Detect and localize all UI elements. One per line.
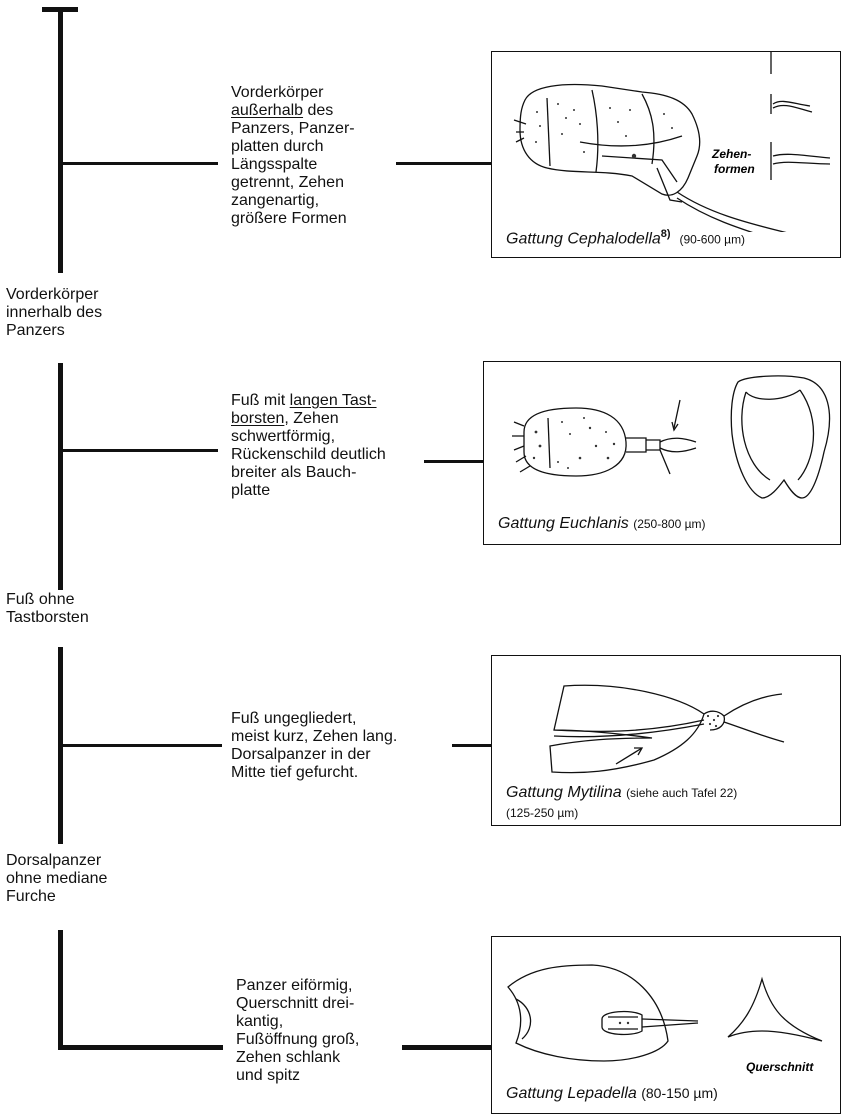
key-text-line: und spitz (236, 1067, 359, 1085)
caption-euchlanis: Gattung Euchlanis (250-800 µm) (498, 515, 705, 533)
text-fragment: Dorsalpanzer in der (231, 746, 371, 763)
text-fragment: platten durch (231, 138, 324, 155)
caption-cephalodella: Gattung Cephalodella8) (90-600 µm) (506, 228, 745, 248)
key-text-line: außerhalb des (231, 102, 355, 120)
key-text-line: getrennt, Zehen (231, 174, 355, 192)
see-also-note: (siehe auch Tafel 22) (626, 786, 737, 800)
genus-name: Gattung Mytilina (506, 784, 622, 801)
text-fragment: schwertförmig, (231, 428, 335, 445)
cross-section-label: Querschnitt (746, 1060, 814, 1074)
text-fragment: getrennt, Zehen (231, 174, 344, 191)
text-fragment: Mitte tief gefurcht. (231, 764, 358, 781)
key-text-line: Fuß ungegliedert, (231, 710, 397, 728)
text-fragment: Fuß ungegliedert, (231, 710, 356, 727)
lepadella-illustration: Querschnitt (492, 937, 838, 1079)
key-text-line: zangenartig, (231, 192, 355, 210)
text-fragment: Fußöffnung groß, (236, 1031, 359, 1048)
text-fragment: breiter als Bauch- (231, 464, 356, 481)
key-text-line: kantig, (236, 1013, 359, 1031)
key-text-line: platten durch (231, 138, 355, 156)
key-text-line: Zehen schlank (236, 1049, 359, 1067)
genus-name: Gattung Cephalodella (506, 230, 661, 247)
text-fragment: , Zehen (284, 410, 338, 427)
mytilina-illustration (492, 656, 838, 781)
branch-label-2: Fuß ohne Tastborsten (6, 591, 89, 627)
text-fragment: größere Formen (231, 210, 347, 227)
key-text-line: borsten, Zehen (231, 410, 386, 428)
key-text-line: Fußöffnung groß, (236, 1031, 359, 1049)
text-fragment: Rückenschild deutlich (231, 446, 386, 463)
genus-box-cephalodella: Zehen- formen Gattung Cephalodella8) (90… (491, 51, 841, 258)
trunk-line-4 (58, 930, 63, 1050)
trunk-line-1 (58, 7, 63, 273)
key-text-line: größere Formen (231, 210, 355, 228)
size-range: (80-150 µm) (641, 1085, 718, 1101)
text-fragment: Fuß mit (231, 392, 290, 409)
text-fragment: des (303, 102, 333, 119)
genus-box-lepadella: Querschnitt Gattung Lepadella (80-150 µm… (491, 936, 841, 1114)
text-fragment: kantig, (236, 1013, 283, 1030)
size-range: (250-800 µm) (633, 517, 705, 531)
euchlanis-illustration (484, 362, 838, 512)
text-fragment: Querschnitt drei- (236, 995, 354, 1012)
trunk-line-2 (58, 363, 63, 590)
text-fragment: zangenartig, (231, 192, 319, 209)
branch-line-2a (60, 449, 218, 452)
caption-mytilina-size: (125-250 µm) (506, 804, 578, 822)
key-text-line: Längsspalte (231, 156, 355, 174)
key-text-3: Fuß ungegliedert,meist kurz, Zehen lang.… (231, 710, 397, 782)
key-text-line: Mitte tief gefurcht. (231, 764, 397, 782)
key-text-line: Dorsalpanzer in der (231, 746, 397, 764)
underlined-term: langen Tast- (290, 392, 377, 409)
text-fragment: Vorderkörper (231, 84, 324, 101)
key-text-line: Vorderkörper (231, 84, 355, 102)
genus-box-mytilina: Gattung Mytilina (siehe auch Tafel 22) (… (491, 655, 841, 826)
toe-forms-label-2: formen (714, 162, 755, 176)
key-text-line: breiter als Bauch- (231, 464, 386, 482)
key-text-line: Panzer eiförmig, (236, 977, 359, 995)
genus-name: Gattung Euchlanis (498, 515, 629, 532)
branch-line-3b (452, 744, 491, 747)
genus-box-euchlanis: Gattung Euchlanis (250-800 µm) (483, 361, 841, 545)
text-fragment: Längsspalte (231, 156, 317, 173)
underlined-term: borsten (231, 410, 284, 427)
key-text-line: meist kurz, Zehen lang. (231, 728, 397, 746)
text-fragment: und spitz (236, 1067, 300, 1084)
text-fragment: platte (231, 482, 270, 499)
branch-line-3a (60, 744, 222, 747)
text-fragment: Panzers, Panzer- (231, 120, 355, 137)
size-range: (90-600 µm) (679, 232, 745, 246)
key-text-line: platte (231, 482, 386, 500)
branch-line-1b (396, 162, 491, 165)
trunk-top-tick (42, 7, 78, 12)
caption-mytilina: Gattung Mytilina (siehe auch Tafel 22) (506, 784, 737, 802)
key-text-4: Panzer eiförmig,Querschnitt drei-kantig,… (236, 977, 359, 1085)
text-fragment: Zehen schlank (236, 1049, 340, 1066)
key-text-line: schwertförmig, (231, 428, 386, 446)
branch-line-4b (402, 1045, 492, 1050)
footnote-marker: 8) (661, 228, 671, 240)
key-text-line: Fuß mit langen Tast- (231, 392, 386, 410)
text-fragment: meist kurz, Zehen lang. (231, 728, 397, 745)
key-text-line: Querschnitt drei- (236, 995, 359, 1013)
key-text-line: Panzers, Panzer- (231, 120, 355, 138)
underlined-term: außerhalb (231, 102, 303, 119)
branch-line-2b (424, 460, 487, 463)
branch-label-1: Vorderkörper innerhalb des Panzers (6, 286, 102, 340)
genus-name: Gattung Lepadella (506, 1085, 637, 1102)
toe-forms-label-1: Zehen- (711, 147, 751, 161)
branch-label-3: Dorsalpanzer ohne mediane Furche (6, 852, 107, 906)
text-fragment: Panzer eiförmig, (236, 977, 353, 994)
branch-line-4a (58, 1045, 223, 1050)
cephalodella-illustration: Zehen- formen (492, 52, 838, 232)
branch-line-1a (60, 162, 218, 165)
key-text-line: Rückenschild deutlich (231, 446, 386, 464)
caption-lepadella: Gattung Lepadella (80-150 µm) (506, 1085, 718, 1103)
size-range: (125-250 µm) (506, 806, 578, 820)
